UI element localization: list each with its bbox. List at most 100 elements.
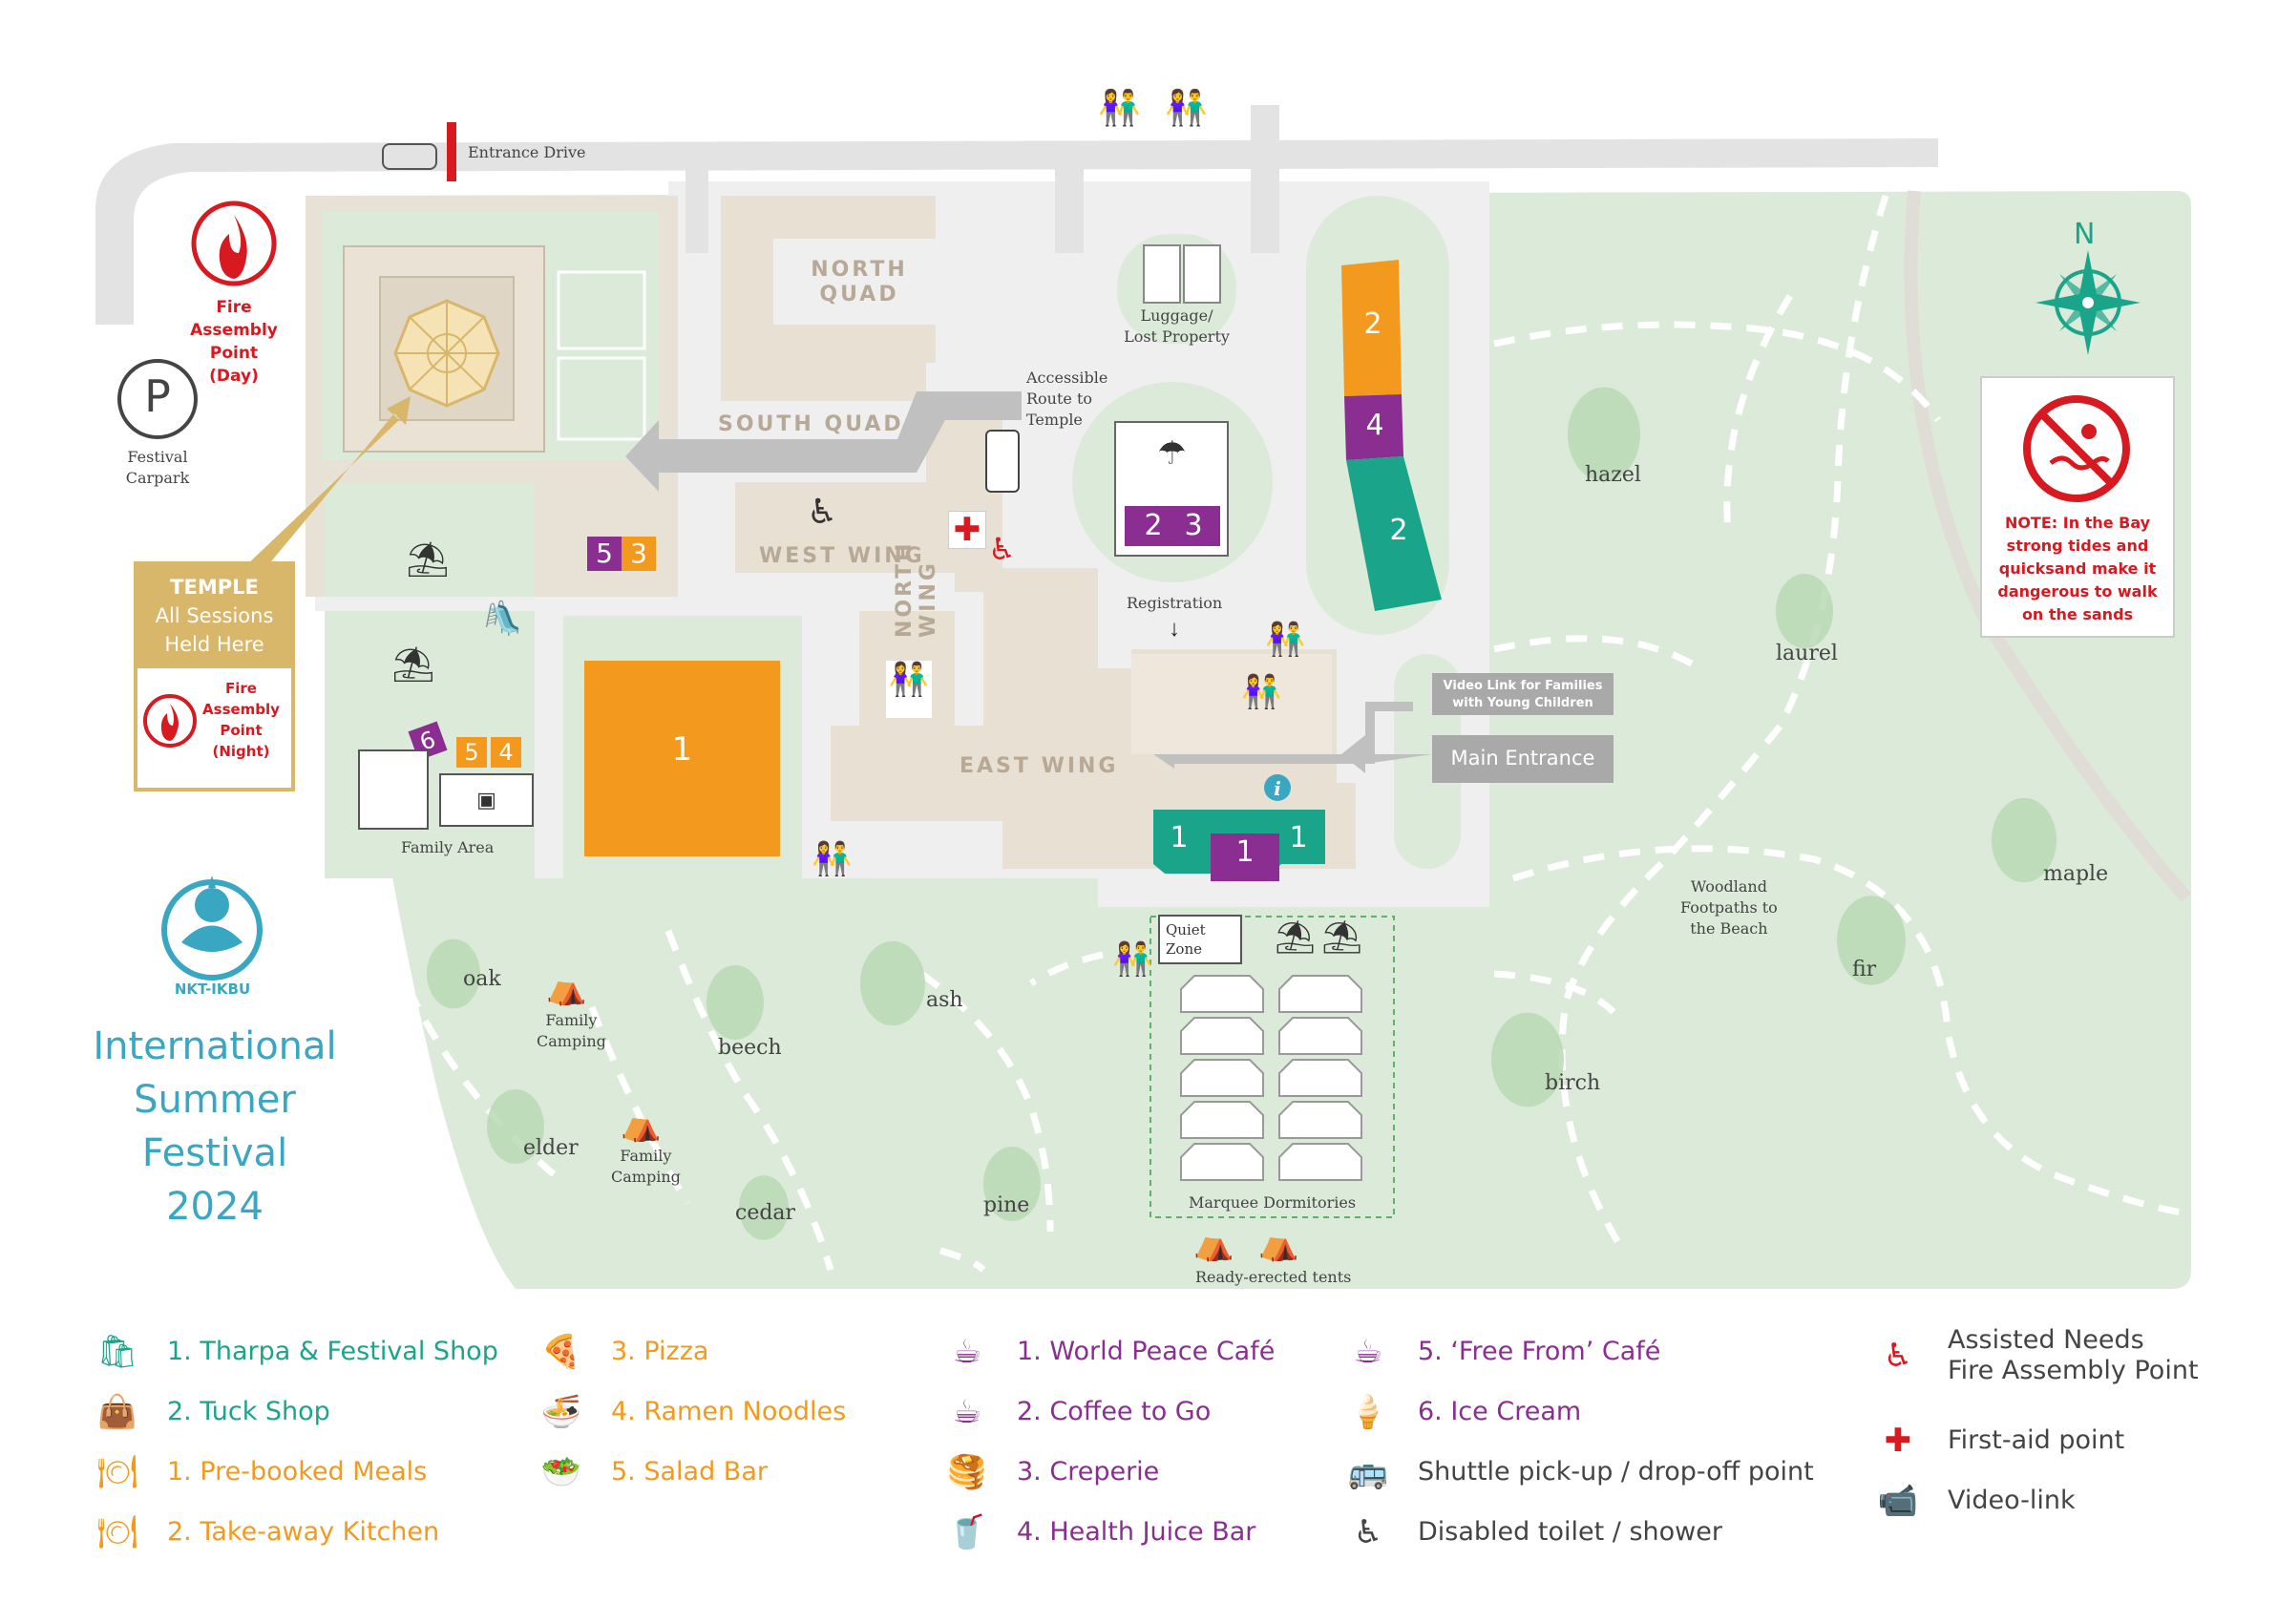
- legend-item: 🍜4. Ramen Noodles: [535, 1385, 846, 1439]
- north-wing-label: NORTH WING: [893, 540, 940, 639]
- kadampa-logo: NKT-IKBU: [143, 871, 282, 1009]
- picnic-table-icon-2: ⛱: [391, 644, 435, 684]
- stack-purple-number: 4: [1365, 409, 1384, 442]
- no-swimming-icon: [2023, 395, 2130, 502]
- stack-teal-number: 2: [1389, 514, 1408, 547]
- luggage-label: Luggage/Lost Property: [1124, 306, 1230, 346]
- ready-tents-icons: ⛺⛺: [1193, 1226, 1324, 1262]
- video-link-arrow: [1153, 702, 1413, 769]
- entrance-drive-label: Entrance Drive: [468, 143, 586, 161]
- legend-item: 🍕3. Pizza: [535, 1325, 709, 1379]
- quiet-zone-label-1: Quiet: [1166, 921, 1206, 939]
- tree-leaf-icon: [1491, 1012, 1564, 1107]
- east-wing-label: EAST WING: [960, 754, 1119, 778]
- west-badge-purple: 5: [587, 537, 622, 571]
- tree-label-beech: beech: [718, 1036, 782, 1060]
- luggage-tent-a: [1143, 244, 1181, 304]
- camping-tent-icon-2: ⛺: [621, 1107, 662, 1143]
- assisted-fire-map-icon: ♿: [988, 532, 1016, 566]
- tree-label-maple: maple: [2043, 862, 2109, 886]
- tree-leaf-icon: [707, 965, 764, 1040]
- tree-label-hazel: hazel: [1585, 463, 1641, 487]
- temple-arrow: [243, 396, 411, 578]
- car-icon: [382, 143, 437, 170]
- parking-symbol: P: [144, 370, 171, 422]
- cafe-globe-icon: ☕: [952, 1333, 982, 1371]
- temple-box-text: TEMPLE All Sessions Held Here: [155, 576, 274, 656]
- toilets-icon-reg: 👫: [1265, 622, 1306, 658]
- info-icon: [1264, 774, 1291, 801]
- shuttle-map-icon: [985, 430, 1020, 493]
- salad-bowl-icon: 🥗: [540, 1453, 582, 1491]
- bus-icon: 🚌: [1347, 1453, 1389, 1491]
- compass-icon: [2035, 250, 2141, 355]
- toilets-icon-bottom: 👫: [812, 841, 853, 877]
- prebooked-meals-marquee: [584, 661, 780, 856]
- entrance-badge-right: 1: [1289, 821, 1308, 854]
- stack-teal: [1346, 456, 1442, 611]
- dorm-tent: [1180, 1059, 1264, 1097]
- main-entrance-label: Main Entrance: [1450, 747, 1595, 770]
- legend-item: 🛍1. Tharpa & Festival Shop: [91, 1325, 497, 1379]
- title-line-2: Summer: [134, 1078, 296, 1122]
- tree-leaf-icon: [1992, 797, 2057, 883]
- tree-leaves: [427, 387, 2057, 1240]
- legend-label: 1. Pre-booked Meals: [167, 1457, 428, 1487]
- dorm-tent: [1278, 975, 1362, 1013]
- marquee-dorm-area: [1150, 916, 1395, 1218]
- tree-leaf-icon: [860, 940, 925, 1026]
- left-garden-plot: [325, 482, 535, 597]
- toilets-icon-quiet: 👫: [1112, 941, 1153, 978]
- noodles-icon: 🍜: [540, 1393, 582, 1431]
- legend-item: ☕ 2. Coffee to Go: [940, 1385, 1212, 1439]
- legend-item: 🥗 5. Salad Bar: [535, 1445, 768, 1499]
- tree-leaf-icon: [1568, 387, 1640, 482]
- legend-label: 2. Coffee to Go: [1017, 1397, 1212, 1426]
- family-badge-orange-a: 5: [456, 737, 487, 768]
- tree-leaf-icon: [427, 939, 480, 1009]
- registration-block: [1131, 654, 1332, 754]
- dorm-tent: [1180, 1143, 1264, 1181]
- prebooked-badge-number: 1: [671, 730, 693, 769]
- dorm-tent: [1278, 1017, 1362, 1055]
- legend-label: Disabled toilet / shower: [1418, 1517, 1722, 1547]
- west-wing-label: WEST WING: [759, 544, 925, 568]
- legend-label: 6. Ice Cream: [1418, 1397, 1582, 1426]
- legend-item: 🥞3. Creperie: [940, 1445, 1159, 1499]
- takeaway-plate-icon: 🍽: [96, 1513, 138, 1551]
- legend-item: 👜2. Tuck Shop: [91, 1385, 330, 1439]
- entrance-purple-badge: [1211, 833, 1279, 881]
- toilets-icon-top-2: 👫: [1165, 88, 1208, 127]
- legend-item: ♿Disabled toilet / shower: [1341, 1506, 1722, 1559]
- juice-icon: 🥤: [946, 1513, 988, 1551]
- parking-icon: [117, 359, 198, 439]
- legend-item: ☕1. World Peace Café: [940, 1325, 1276, 1379]
- south-quad-label: SOUTH QUAD: [718, 412, 904, 436]
- compass-north-label: N: [2074, 218, 2096, 251]
- stack-purple: [1344, 394, 1403, 460]
- courtyard-badges: [1125, 506, 1220, 546]
- legend-label: 5. Salad Bar: [611, 1457, 768, 1487]
- fire-day-icon: [191, 200, 277, 286]
- legend-item: 🥤4. Health Juice Bar: [940, 1506, 1256, 1559]
- tree-leaf-icon: [487, 1089, 544, 1164]
- road-spur-3: [686, 167, 708, 253]
- toilets-icon-wing: 👫: [886, 661, 932, 718]
- legend-label: 2. Tuck Shop: [167, 1397, 330, 1426]
- pizza-icon: 🍕: [540, 1333, 582, 1371]
- tree-label-oak: oak: [463, 967, 501, 991]
- video-icon: 📹: [1877, 1482, 1919, 1520]
- tree-leaf-icon: [1776, 574, 1833, 648]
- playground-icon: 🛝: [482, 601, 523, 637]
- title-line-3: Festival: [141, 1131, 288, 1175]
- shop-bag-icon: 🛍: [96, 1333, 138, 1371]
- ice-cream-icon: 🍦: [1347, 1393, 1389, 1431]
- coffee-go-icon: ☕: [952, 1393, 982, 1431]
- legend-item: 🚌Shuttle pick-up / drop-off point: [1341, 1445, 1814, 1499]
